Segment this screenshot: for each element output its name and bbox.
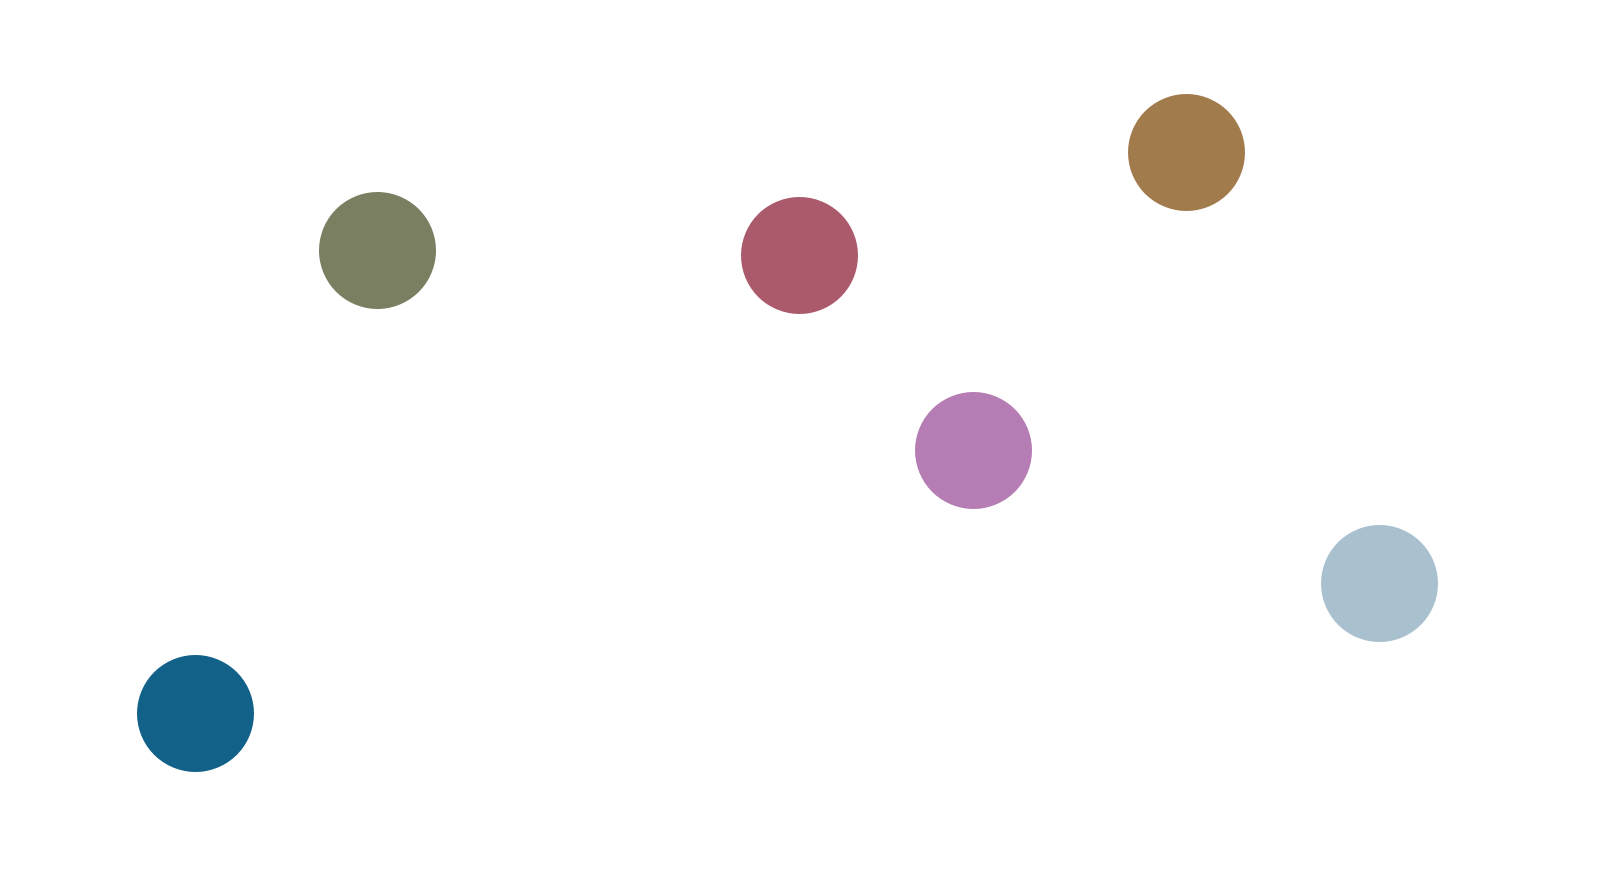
- circle-purple[interactable]: [915, 392, 1032, 509]
- circle-rose[interactable]: [741, 197, 858, 314]
- circle-dark-blue[interactable]: [137, 655, 254, 772]
- circle-olive[interactable]: [319, 192, 436, 309]
- circle-light-blue[interactable]: [1321, 525, 1438, 642]
- circle-brown[interactable]: [1128, 94, 1245, 211]
